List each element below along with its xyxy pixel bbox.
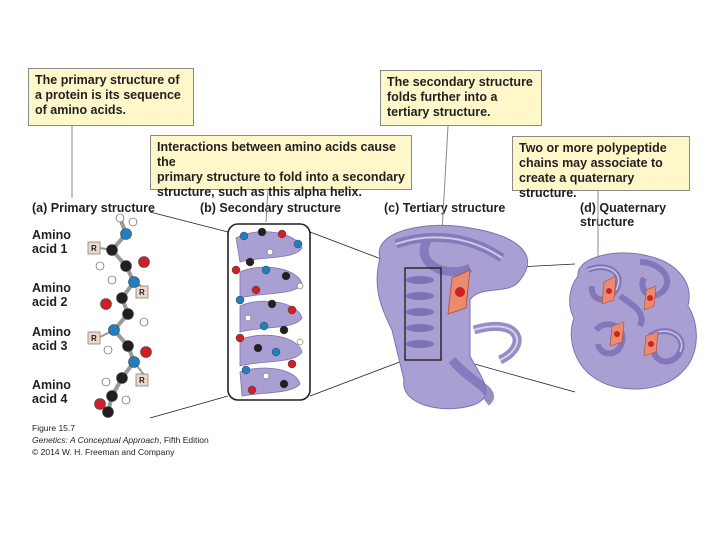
heading-secondary-structure: (b) Secondary structure [200,201,342,215]
figure-source: Genetics: A Conceptual Approach, Fifth E… [32,435,209,446]
callout-secondary-text: Interactions between amino acids cause t… [157,140,405,199]
heading-primary-structure: (a) Primary structure [32,201,155,215]
callout-secondary-interactions: Interactions between amino acids cause t… [150,135,412,199]
callout-tertiary-structure: The secondary structure folds further in… [380,70,542,126]
pointer-secondary [265,189,269,223]
callout-primary-structure: The primary structure of a protein is it… [28,68,194,126]
r-group-label-2: R [139,288,145,297]
tertiary-highlight-box [404,267,442,361]
book-title: Genetics: A Conceptual Approach [32,435,160,445]
amino-acid-label-2: Amino acid 2 [32,281,71,309]
r-group-label-3: R [91,334,97,343]
r-group-box-1 [87,241,101,255]
callout-quaternary-structure: Two or more polypeptide chains may assoc… [512,136,690,200]
callout-tertiary-text: The secondary structure folds further in… [387,75,533,119]
r-group-box-4 [135,373,149,387]
primary-structure-chain: R R R R [87,213,152,418]
quaternary-protein [569,252,697,390]
r-group-box-3 [87,331,101,345]
figure-number: Figure 15.7 [32,423,75,433]
callout-quaternary-text: Two or more polypeptide chains may assoc… [519,141,667,200]
amino-acid-label-1: Amino acid 1 [32,228,71,256]
r-group-box-2 [135,285,149,299]
pointer-tertiary [441,125,449,233]
book-edition: , Fifth Edition [159,435,209,445]
tertiary-ribbon [376,224,529,410]
amino-acid-label-3: Amino acid 3 [32,325,71,353]
heading-tertiary-structure: (c) Tertiary structure [384,201,506,215]
alpha-helix [227,223,311,401]
r-group-label-4: R [139,376,145,385]
r-group-label-1: R [91,244,97,253]
callout-primary-text: The primary structure of a protein is it… [35,73,181,117]
figure-copyright: © 2014 W. H. Freeman and Company [32,447,175,457]
amino-acid-label-4: Amino acid 4 [32,378,71,406]
callout-pointers [71,125,599,256]
heading-quaternary-structure: (d) Quaternary structure [580,201,667,229]
